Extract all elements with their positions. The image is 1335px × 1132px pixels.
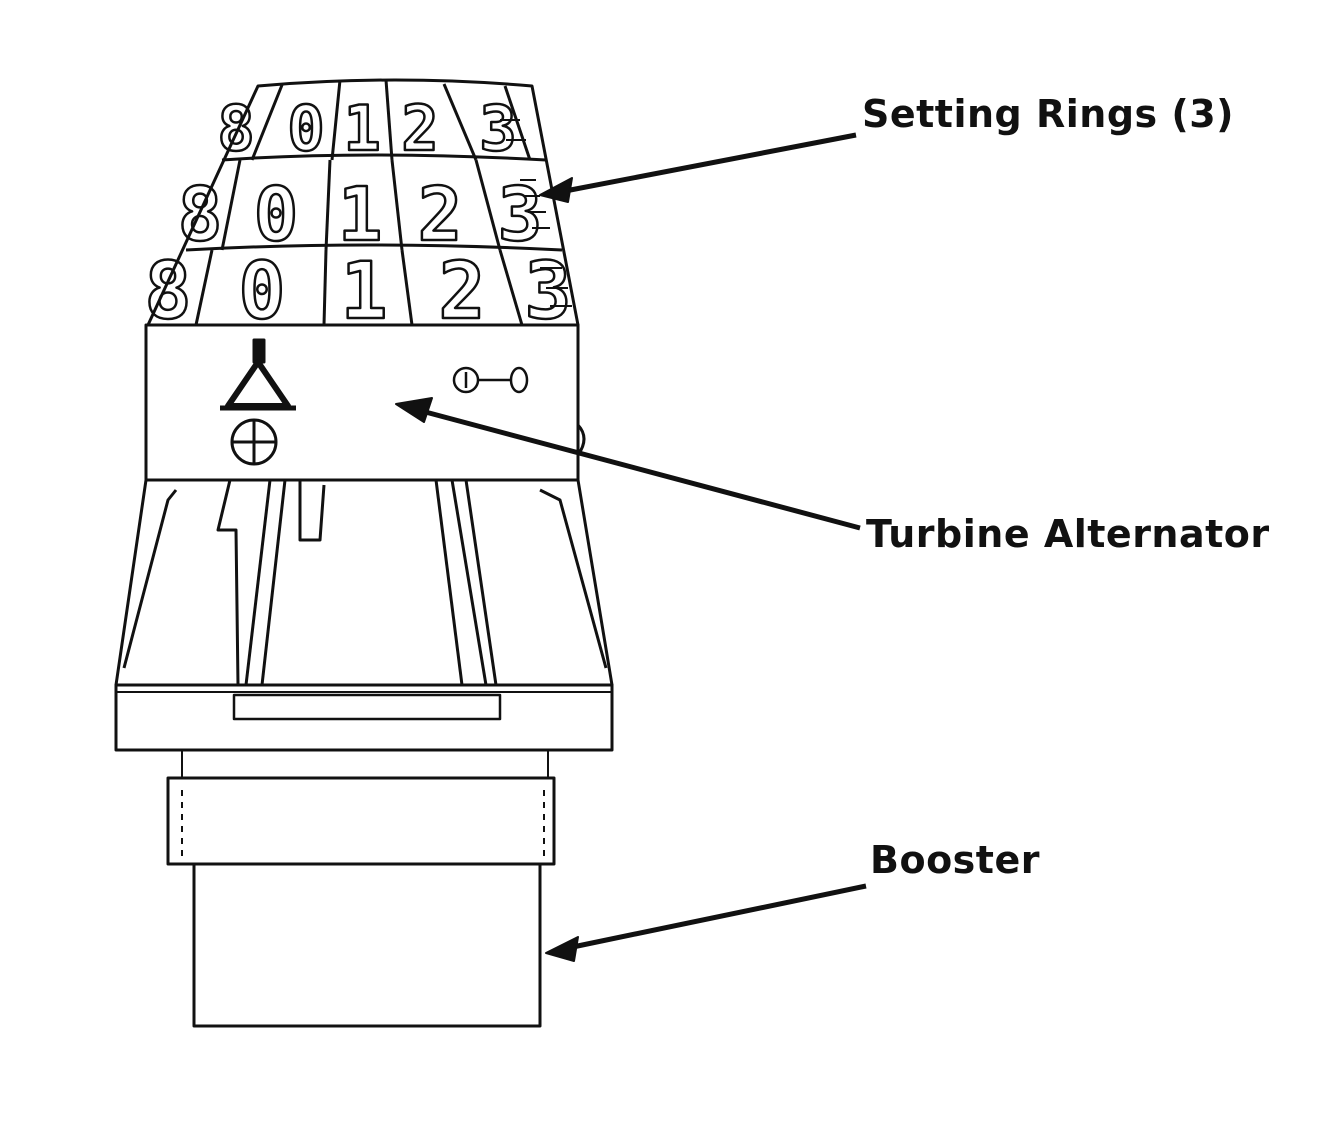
label-setting-rings: Setting Rings (3) xyxy=(862,92,1235,136)
ring-1-digit-2: 2 xyxy=(401,92,438,165)
ring-3-digit-3: 3 xyxy=(525,247,572,337)
ring-2-digit-8: 8 xyxy=(178,172,223,258)
switch-icon xyxy=(452,366,529,394)
ring-1-digit-0: 0 xyxy=(287,92,324,165)
ring-2-digit-0: 0 xyxy=(254,172,299,258)
arrow-booster xyxy=(545,883,867,962)
label-turbine-alternator: Turbine Alternator xyxy=(866,512,1270,556)
setting-rings xyxy=(146,78,580,327)
ring-1-digit-8: 8 xyxy=(217,92,254,165)
turbine-alternator xyxy=(144,323,586,482)
ring-3-digit-2: 2 xyxy=(439,247,486,337)
arrow-setting-rings xyxy=(539,132,857,203)
crosshair-icon xyxy=(230,418,278,466)
ring-2-digit-2: 2 xyxy=(418,172,463,258)
base-plate xyxy=(114,683,614,752)
ring-3-digit-0: 0 xyxy=(239,247,286,337)
arrow-turbine-alternator xyxy=(395,397,861,531)
ring-1-digit-3: 3 xyxy=(479,92,516,165)
ring-3-digit-8: 8 xyxy=(145,247,192,337)
ring-2-digit-1: 1 xyxy=(338,172,383,258)
arming-symbol-icon xyxy=(220,338,296,411)
label-booster: Booster xyxy=(870,838,1040,882)
ring-2-digit-3: 3 xyxy=(498,172,543,258)
ring-1-digit-1: 1 xyxy=(343,92,380,165)
ring-3-digit-1: 1 xyxy=(341,247,388,337)
leader-arrows xyxy=(395,132,867,962)
lower-body xyxy=(114,478,614,687)
booster xyxy=(166,749,556,1028)
